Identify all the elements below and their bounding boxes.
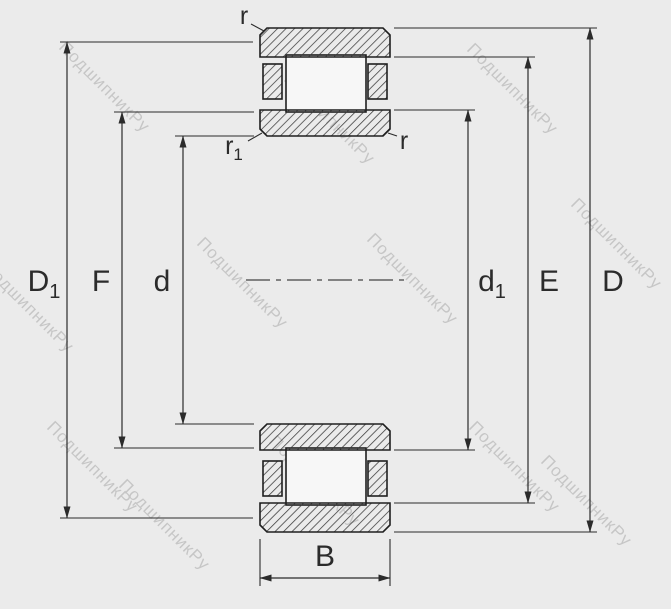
label-B: B (315, 540, 335, 573)
label-d: d (154, 265, 171, 298)
dimension-r1: r1 (225, 132, 263, 164)
dimension-r-right: r (387, 127, 408, 155)
dimension-d: d (154, 135, 254, 425)
label-d1-sub: 1 (495, 281, 506, 303)
outer-ring-bottom-section (259, 502, 391, 533)
dimension-F: F (92, 111, 254, 449)
dimension-E: E (394, 56, 559, 504)
dimension-d1: d1 (394, 109, 506, 451)
dimension-B: B (259, 539, 391, 586)
label-F: F (92, 265, 110, 298)
watermark-text: ПодшипникРу (193, 233, 292, 332)
flange-top-right (367, 63, 388, 100)
label-D: D (602, 265, 624, 298)
label-d1-base: d (478, 265, 495, 298)
flange-bottom-right (367, 460, 388, 497)
label-r1-base: r (225, 132, 233, 160)
dimension-r-top: r (240, 2, 265, 32)
roller-top (285, 54, 367, 113)
watermark-text: ПодшипникРу (363, 229, 462, 328)
dimension-D1: D1 (28, 41, 253, 519)
inner-ring-bottom-section (259, 423, 391, 451)
watermark-text: ПодшипникРу (115, 475, 214, 574)
label-d1: d1 (478, 265, 506, 303)
roller-bottom (285, 447, 367, 506)
label-r1-sub: 1 (233, 145, 242, 164)
dimensions: D1 F d d1 E (28, 2, 624, 586)
watermark-text: ПодшипникРу (55, 37, 154, 136)
label-r1: r1 (225, 132, 243, 164)
bearing-cross-section (246, 27, 404, 533)
flange-bottom-left (262, 460, 283, 497)
dimension-D: D (394, 27, 624, 533)
outer-ring-top-section (259, 27, 391, 58)
flange-top-left (262, 63, 283, 100)
inner-ring-top-section (259, 109, 391, 137)
watermark-text: ПодшипникРу (463, 39, 562, 138)
label-D1: D1 (28, 265, 61, 303)
label-D1-base: D (28, 265, 50, 298)
watermark-text: ПодшипникРу (43, 417, 142, 516)
label-r-top: r (240, 2, 248, 30)
label-D1-sub: 1 (49, 281, 60, 303)
label-r-right: r (400, 127, 408, 155)
label-E: E (539, 265, 559, 298)
